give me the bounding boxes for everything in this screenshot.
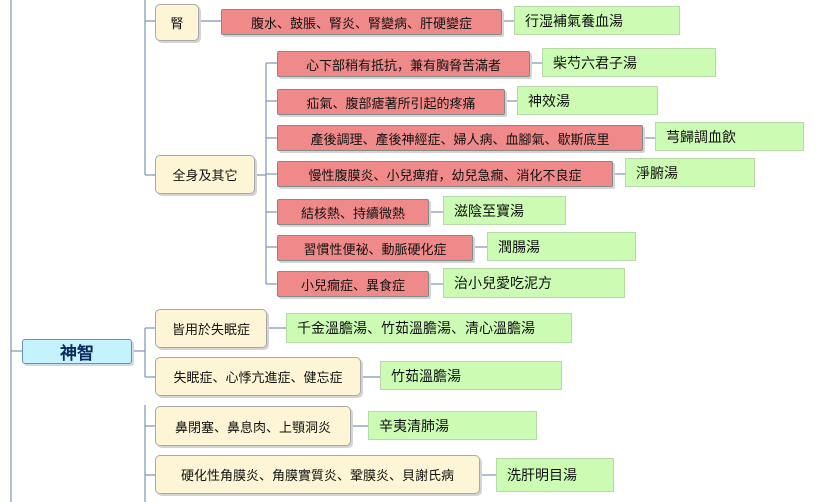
remedy-5[interactable]: 滋陰至寶湯 (443, 196, 566, 225)
remedy-1[interactable]: 柴芍六君子湯 (542, 48, 716, 77)
symptom-6[interactable]: 習慣性便祕、動脈硬化症 (277, 235, 473, 261)
remedy-insomnia-palpitation[interactable]: 竹茹溫膽湯 (380, 361, 562, 390)
symptom-7[interactable]: 小兒癇症、異食症 (277, 271, 429, 297)
category-insomnia[interactable]: 皆用於失眠症 (155, 309, 267, 348)
symptom-kidney[interactable]: 腹水、鼓脹、腎炎、腎變病、肝硬變症 (221, 9, 502, 35)
remedy-7[interactable]: 治小兒愛吃泥方 (443, 268, 625, 298)
symptom-4[interactable]: 慢性腹膜炎、小兒痺疳，幼兒急癇、消化不良症 (277, 161, 613, 187)
category-keratitis[interactable]: 硬化性角膜炎、角膜實質炎、鞏膜炎、貝謝氏病 (155, 455, 480, 494)
remedy-2[interactable]: 神效湯 (517, 86, 658, 115)
remedy-4[interactable]: 淨腑湯 (625, 158, 755, 187)
remedy-insomnia[interactable]: 千金溫膽湯、竹茹溫膽湯、清心溫膽湯 (286, 313, 572, 343)
category-whole-body[interactable]: 全身及其它 (155, 155, 255, 194)
remedy-6[interactable]: 潤腸湯 (487, 232, 636, 261)
symptom-3[interactable]: 產後調理、產後神經症、婦人病、血腳氣、歇斯底里 (277, 125, 643, 151)
remedy-kidney[interactable]: 行湿補氣養血湯 (514, 6, 680, 35)
remedy-3[interactable]: 芎歸調血飲 (655, 122, 804, 151)
category-kidney[interactable]: 腎 (155, 4, 199, 41)
remedy-keratitis[interactable]: 洗肝明目湯 (496, 458, 614, 492)
symptom-2[interactable]: 疝氣、腹部瘧著所引起的疼痛 (277, 89, 505, 115)
symptom-1[interactable]: 心下部稍有抵抗，兼有胸脅苦滿者 (277, 51, 530, 77)
symptom-5[interactable]: 結核熱、持續微熱 (277, 199, 429, 225)
category-insomnia-palpitation[interactable]: 失眠症、心悸亢進症、健忘症 (155, 357, 361, 396)
remedy-nasal[interactable]: 辛夷清肺湯 (368, 411, 537, 440)
root-node[interactable]: 神智 (22, 339, 132, 364)
category-nasal[interactable]: 鼻閉塞、鼻息肉、上顎洞炎 (155, 406, 351, 446)
